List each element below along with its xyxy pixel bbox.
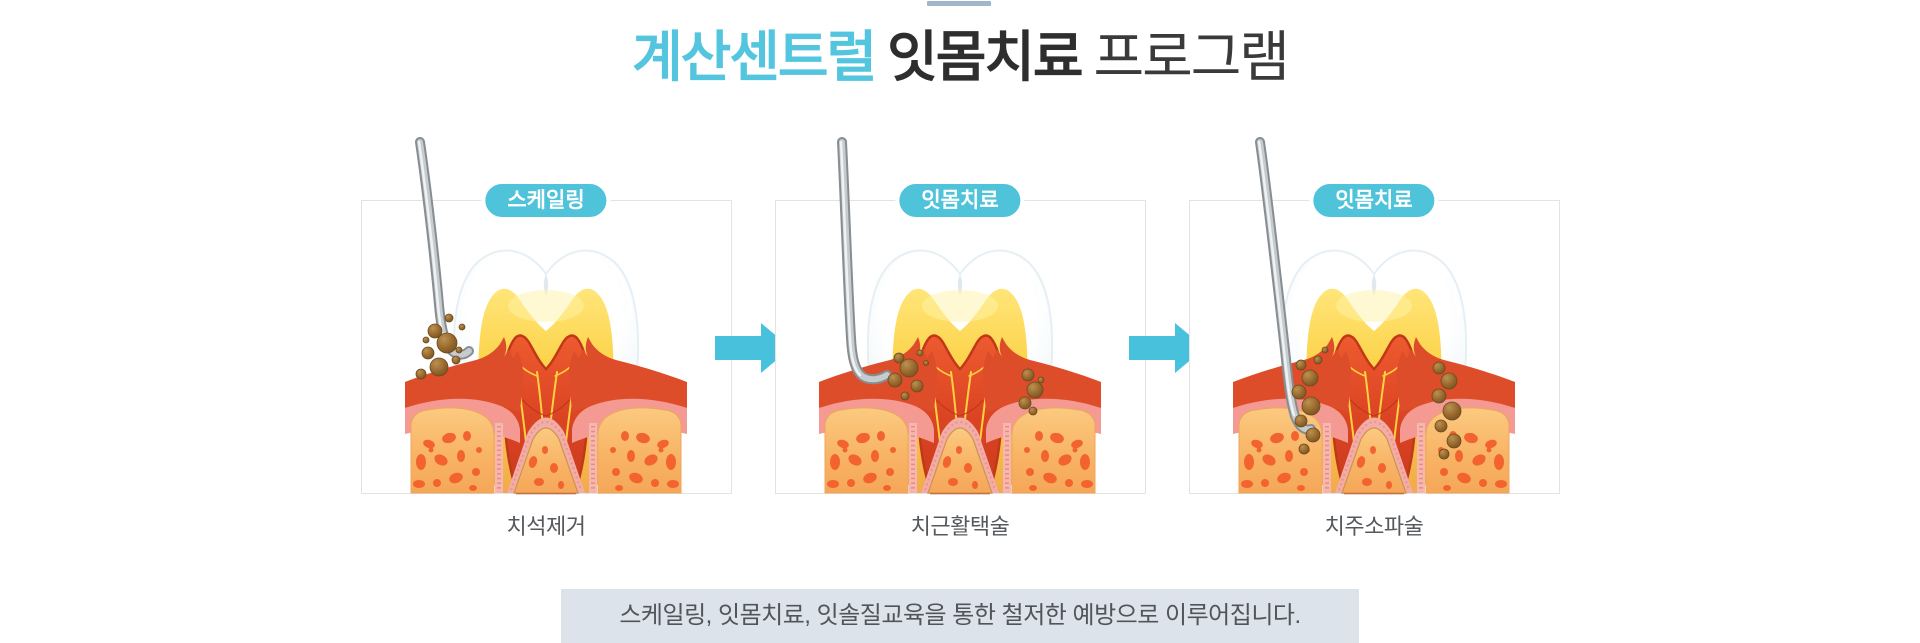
tooth-illustration-scaling xyxy=(361,137,732,494)
tartar-deposits xyxy=(415,313,465,380)
step-badge: 잇몸치료 xyxy=(1309,180,1439,221)
tooth-illustration-root-planing xyxy=(775,137,1146,494)
arrow-cell xyxy=(715,200,791,494)
tartar-deposits xyxy=(1291,346,1461,460)
arrow-right-icon xyxy=(715,323,791,373)
title-program: 프로그램 xyxy=(1093,26,1290,88)
step-caption: 치근활택술 xyxy=(910,514,1010,539)
footer-note: 스케일링, 잇몸치료, 잇솔질교육을 통한 철저한 예방으로 이루어집니다. xyxy=(561,589,1359,643)
step-panel-gum-treatment-1: 잇몸치료 치근활택술 xyxy=(774,137,1146,539)
step-caption: 치석제거 xyxy=(506,514,586,539)
title-treatment: 잇몸치료 xyxy=(887,26,1083,88)
step-panel-gum-treatment-2: 잇몸치료 치주소파술 xyxy=(1188,137,1560,539)
tooth-illustration-curettage xyxy=(1189,137,1560,494)
arrow-cell xyxy=(1129,200,1205,494)
step-caption: 치주소파술 xyxy=(1324,514,1424,539)
step-panel-scaling: 스케일링 치석제거 xyxy=(360,137,732,539)
step-badge: 잇몸치료 xyxy=(895,180,1025,221)
step-badge: 스케일링 xyxy=(481,180,611,221)
top-accent-bar xyxy=(927,1,991,6)
scaler-tool-icon xyxy=(836,137,892,385)
treatment-steps-row: 스케일링 치석제거 잇몸치료 치근활택 xyxy=(0,137,1920,539)
arrow-right-icon xyxy=(1129,323,1205,373)
title-clinic-name: 계산센트럴 xyxy=(632,26,877,88)
tartar-deposits xyxy=(887,349,1044,416)
